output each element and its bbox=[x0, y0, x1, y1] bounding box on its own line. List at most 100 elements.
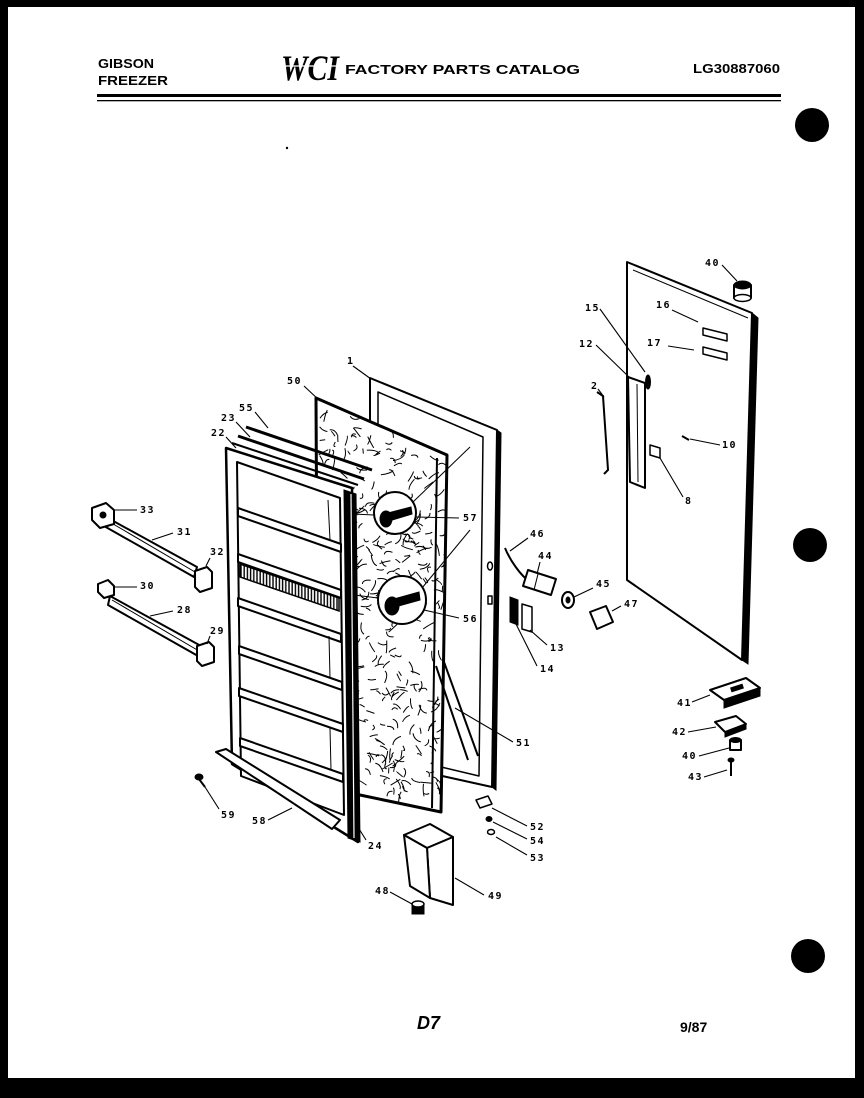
leader-58 bbox=[267, 807, 293, 821]
stray-mark bbox=[285, 146, 289, 150]
callout-44: 44 bbox=[538, 551, 553, 562]
leader-13 bbox=[529, 629, 548, 646]
leader-51 bbox=[454, 707, 514, 743]
knob-48 bbox=[411, 900, 425, 915]
callout-8: 8 bbox=[685, 496, 693, 507]
small-hardware bbox=[475, 795, 496, 836]
screw-59-shank bbox=[198, 778, 206, 788]
door-shelf-divider-4 bbox=[238, 645, 343, 691]
callout-numbers: 40 16 15 17 12 2 1 50 55 23 22 10 8 33 3… bbox=[140, 258, 737, 902]
frame-hole-lower bbox=[487, 595, 493, 605]
door-bottom-bar-58 bbox=[215, 748, 341, 830]
bottom-hinge-assembly bbox=[709, 677, 761, 776]
leader-29 bbox=[206, 635, 211, 645]
bushing-bottom bbox=[733, 293, 752, 303]
rail-31-groove bbox=[107, 520, 196, 573]
rod-51-a bbox=[435, 665, 469, 761]
frame-hole-upper bbox=[486, 561, 494, 571]
callout-30: 30 bbox=[140, 581, 155, 592]
shelf-rails bbox=[91, 502, 215, 788]
control-body-44-line bbox=[533, 573, 539, 591]
callout-16: 16 bbox=[656, 300, 671, 311]
callout-31: 31 bbox=[177, 527, 192, 538]
callout-43: 43 bbox=[688, 772, 703, 783]
callout-23: 23 bbox=[221, 413, 236, 424]
catalog-title: FACTORY PARTS CATALOG bbox=[345, 62, 580, 77]
door-compartment-back-3 bbox=[329, 727, 332, 771]
page-footer: D7 9/87 bbox=[417, 1013, 707, 1035]
label-square-8 bbox=[649, 444, 661, 459]
leader-41 bbox=[691, 694, 711, 703]
door-seal-23 bbox=[237, 434, 365, 481]
leader-16 bbox=[671, 309, 699, 323]
leader-10 bbox=[689, 438, 721, 446]
callout-22: 22 bbox=[211, 428, 226, 439]
kick-plate-side bbox=[403, 834, 431, 899]
detail-circle-56 bbox=[329, 529, 471, 625]
door-gasket-24-highlight bbox=[350, 493, 355, 839]
rod-2 bbox=[596, 391, 610, 475]
bracket-14 bbox=[509, 596, 519, 626]
callout-53: 53 bbox=[530, 853, 545, 864]
callout-59: 59 bbox=[221, 810, 236, 821]
clip-52 bbox=[475, 795, 493, 809]
leader-24 bbox=[355, 823, 367, 841]
detail-57-bolt-shank bbox=[387, 506, 413, 522]
callout-40-top: 40 bbox=[705, 258, 720, 269]
leader-12 bbox=[595, 344, 630, 378]
door-compartment-back-2 bbox=[328, 635, 331, 679]
handle-12-groove bbox=[636, 383, 639, 483]
callout-12: 12 bbox=[579, 339, 594, 350]
callout-10: 10 bbox=[722, 440, 737, 451]
callout-51: 51 bbox=[516, 738, 531, 749]
kick-plate-front bbox=[426, 836, 454, 906]
rods-51 bbox=[435, 661, 479, 761]
leader-31 bbox=[151, 532, 174, 541]
callout-28: 28 bbox=[177, 605, 192, 616]
handle-12 bbox=[627, 376, 646, 489]
leader-15 bbox=[599, 308, 646, 373]
callout-41: 41 bbox=[677, 698, 692, 709]
leader-55 bbox=[254, 411, 269, 429]
leader-54 bbox=[492, 821, 528, 840]
bracket-33-hole bbox=[99, 511, 107, 519]
callout-58: 58 bbox=[252, 816, 267, 827]
leader-28 bbox=[149, 610, 174, 617]
revision-date: 9/87 bbox=[680, 1019, 707, 1035]
callout-32: 32 bbox=[210, 547, 225, 558]
outer-door-panel-edge bbox=[741, 311, 759, 665]
washer-53 bbox=[486, 828, 496, 836]
door-seal-inner bbox=[231, 442, 359, 486]
detail-circle-57 bbox=[309, 446, 471, 535]
callout-17: 17 bbox=[647, 338, 662, 349]
header-rule-thin bbox=[97, 100, 781, 102]
callout-45: 45 bbox=[596, 579, 611, 590]
nameplate-16 bbox=[702, 327, 728, 342]
knob-washer-45-hole bbox=[565, 596, 571, 604]
callout-49: 49 bbox=[488, 891, 503, 902]
callout-47: 47 bbox=[624, 599, 639, 610]
knob-47 bbox=[589, 605, 614, 630]
door-compartment-back-1 bbox=[327, 499, 331, 541]
leader-46 bbox=[509, 537, 529, 552]
detail-56-line-right bbox=[423, 609, 460, 619]
mark-10 bbox=[681, 435, 690, 441]
leader-40-bottom bbox=[698, 747, 730, 757]
detail-56-bolt-shank bbox=[393, 591, 421, 608]
callout-54: 54 bbox=[530, 836, 545, 847]
hinge-bushing-40-top bbox=[729, 737, 742, 743]
door-seal-55 bbox=[245, 425, 373, 472]
callout-46: 46 bbox=[530, 529, 545, 540]
product-type: FREEZER bbox=[98, 73, 169, 88]
door-shelf-divider-6 bbox=[239, 737, 344, 783]
leader-45 bbox=[573, 587, 594, 598]
callout-13: 13 bbox=[550, 643, 565, 654]
hinge-slot bbox=[730, 683, 744, 693]
bushing-top bbox=[733, 280, 752, 290]
page-header: GIBSON FREEZER WCI FACTORY PARTS CATALOG… bbox=[97, 48, 781, 102]
hinge-screw-43-head bbox=[727, 757, 735, 763]
detail-57-line-right bbox=[415, 516, 460, 519]
leader-17 bbox=[667, 345, 695, 351]
callout-29: 29 bbox=[210, 626, 225, 637]
header-rule-thick bbox=[97, 94, 781, 97]
